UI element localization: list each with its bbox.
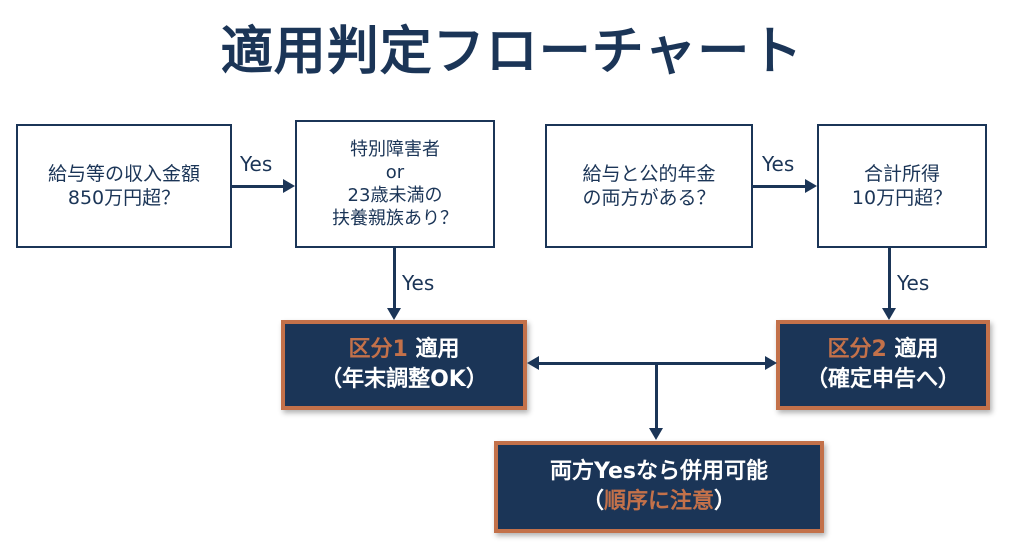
decision-box-dependent-check-line-1: 特別障害者: [350, 138, 440, 160]
result-box-both-yes-paren-open: （: [581, 489, 604, 514]
decision-box-income-check[interactable]: 給与等の収入金額 850万円超？: [16, 124, 232, 248]
result-box-kubun2-line-2: （確定申告へ）: [805, 367, 960, 392]
arrowhead-kubun1-kubun2-left: [527, 356, 539, 370]
decision-box-pension-check[interactable]: 給与と公的年金 の両方がある？: [545, 124, 753, 248]
connector-dependent-to-kubun1: [393, 248, 396, 310]
decision-box-total-income-check[interactable]: 合計所得 10万円超？: [817, 124, 987, 248]
connector-junction-to-both-yes: [655, 362, 658, 430]
result-box-both-yes-line-2: （順序に注意）: [582, 487, 736, 517]
result-box-kubun1-line-1: 区分1 適用: [349, 335, 460, 365]
decision-box-pension-check-line-1: 給与と公的年金: [582, 162, 716, 185]
result-box-kubun2-rest: 適用: [886, 337, 939, 363]
page-title: 適用判定フローチャート: [220, 22, 804, 82]
decision-box-dependent-check-line-2: or: [385, 161, 405, 183]
arrowhead-kubun1-kubun2-right: [765, 356, 777, 370]
result-box-kubun2[interactable]: 区分2 適用 （確定申告へ）: [776, 320, 990, 410]
decision-box-income-check-line-2: 850万円超？: [67, 187, 181, 209]
decision-box-dependent-check-line-3: 23歳未満の: [347, 185, 443, 206]
result-box-both-yes-line-1: 両方Yesなら併用可能: [550, 459, 768, 485]
result-box-kubun1-line-2: （年末調整OK）: [320, 367, 488, 392]
edge-label-yes-3: Yes: [762, 152, 795, 176]
decision-box-income-check-line-1: 給与等の収入金額: [47, 162, 200, 185]
edge-label-yes-4: Yes: [897, 271, 930, 295]
result-box-both-yes[interactable]: 両方Yesなら併用可能 （順序に注意）: [494, 441, 824, 533]
result-box-both-yes-paren-close: ）: [714, 489, 737, 514]
connector-pension-to-total-income: [753, 185, 805, 188]
decision-box-total-income-check-line-2: 10万円超？: [851, 187, 953, 209]
connector-income-to-dependent: [232, 185, 283, 188]
result-box-kubun1-accent: 区分1: [348, 337, 408, 363]
result-box-kubun2-accent: 区分2: [827, 337, 887, 363]
arrowhead-junction-to-both-yes: [649, 428, 663, 440]
arrowhead-income-to-dependent: [283, 179, 295, 193]
edge-label-yes-2: Yes: [402, 271, 435, 295]
result-box-kubun1[interactable]: 区分1 適用 （年末調整OK）: [281, 320, 527, 410]
result-box-kubun1-rest: 適用: [407, 337, 460, 363]
decision-box-dependent-check-line-4: 扶養親族あり？: [332, 208, 458, 230]
decision-box-dependent-check[interactable]: 特別障害者 or 23歳未満の 扶養親族あり？: [295, 120, 495, 248]
arrowhead-pension-to-total-income: [805, 179, 817, 193]
result-box-both-yes-accent: 順序に注意: [603, 489, 714, 514]
arrowhead-total-income-to-kubun2: [882, 308, 896, 320]
connector-kubun1-kubun2: [539, 362, 765, 365]
decision-box-pension-check-line-2: の両方がある？: [582, 187, 716, 209]
arrowhead-dependent-to-kubun1: [387, 308, 401, 320]
result-box-kubun2-line-1: 区分2 適用: [828, 335, 939, 365]
connector-total-income-to-kubun2: [888, 248, 891, 310]
decision-box-total-income-check-line-1: 合計所得: [863, 162, 940, 185]
edge-label-yes-1: Yes: [240, 152, 273, 176]
